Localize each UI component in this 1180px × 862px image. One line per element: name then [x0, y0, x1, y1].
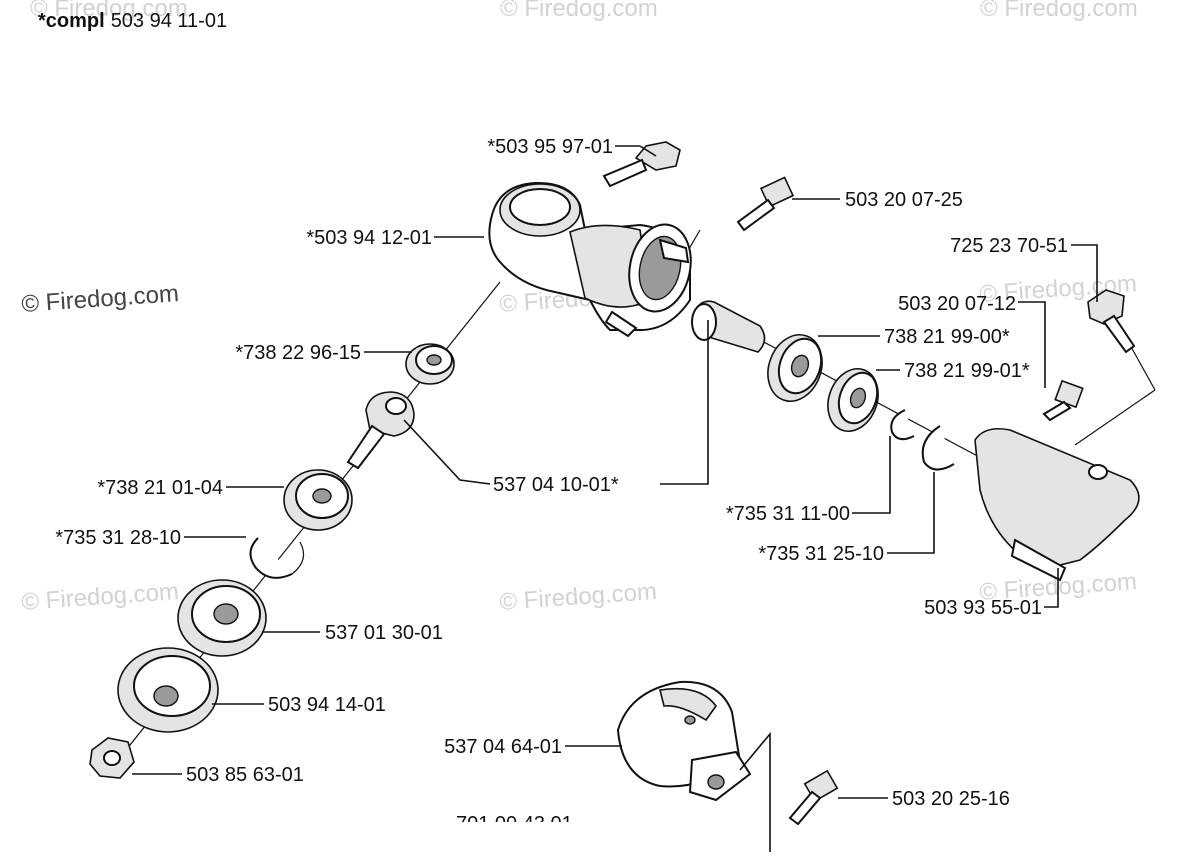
label-flange-2: 503 94 14-01: [268, 694, 386, 716]
label-housing: *503 94 12-01: [306, 227, 432, 249]
label-bearing-1: 738 21 99-00*: [884, 326, 1010, 348]
assembly-header: *compl 503 94 11-01: [38, 10, 227, 32]
header-prefix: *compl: [38, 10, 105, 32]
flange-537-01-30-01: [177, 579, 267, 657]
leader-lines: [132, 145, 1098, 852]
circlip-735-31-11-00: [890, 409, 915, 441]
bearing-738-21-99-00: [767, 334, 823, 402]
label-bearing-lower: *738 21 01-04: [97, 477, 223, 499]
nut-503-85-63-01: [89, 737, 135, 779]
label-circlip-lower: *735 31 28-10: [55, 527, 181, 549]
label-gear-assembly: 537 04 10-01*: [493, 474, 619, 496]
circlip-735-31-28-10: [249, 537, 305, 579]
watermark: © Firedog.com: [30, 0, 188, 22]
watermark: © Firedog.com: [500, 0, 658, 22]
callout-labels: *503 95 97-01 *503 94 12-01 503 20 07-25…: [55, 136, 1068, 810]
bearing-738-21-01-04: [283, 469, 353, 531]
label-bolt-right: 725 23 70-51: [950, 235, 1068, 257]
label-screw-right: 503 20 07-12: [898, 293, 1016, 315]
guard-plate: [974, 427, 1140, 582]
screw-upper: [736, 176, 795, 232]
screw-clamp: [788, 769, 839, 826]
bearing-738-22-96-15: [405, 343, 455, 385]
screw-top: [602, 141, 681, 188]
label-nut: 503 85 63-01: [186, 764, 304, 786]
flange-503-94-14-01: [117, 647, 219, 733]
gear-shaft: [691, 300, 766, 353]
label-screw-clamp: 503 20 25-16: [892, 788, 1010, 810]
circlip-735-31-25-10: [921, 425, 955, 471]
watermark: © Firedog.com: [980, 0, 1138, 22]
label-bearing-2: 738 21 99-01*: [904, 360, 1030, 382]
label-circlip-1: *735 31 11-00: [726, 503, 850, 525]
label-screw-top: *503 95 97-01: [487, 136, 613, 158]
label-screw-upper: 503 20 07-25: [845, 189, 963, 211]
header-number: 503 94 11-01: [111, 10, 227, 32]
label-circlip-2: *735 31 25-10: [758, 543, 884, 565]
bearing-738-21-99-01: [827, 368, 879, 432]
watermark: © Firedog.com: [21, 578, 180, 616]
bolt-right: [1087, 289, 1136, 354]
clamp-537-04-64-01: [616, 680, 752, 802]
pinion-gear: [346, 391, 415, 470]
watermark: © Firedog.com: [21, 280, 180, 318]
label-cut-off: 701 00 43 01: [456, 813, 573, 835]
screw-right: [1042, 379, 1084, 422]
label-guard-plate: 503 93 55-01: [924, 597, 1042, 619]
label-bearing-small: *738 22 96-15: [235, 342, 361, 364]
watermark: © Firedog.com: [499, 578, 658, 616]
label-clamp: 537 04 64-01: [444, 736, 562, 758]
label-flange-1: 537 01 30-01: [325, 622, 443, 644]
gear-housing: [488, 181, 692, 338]
